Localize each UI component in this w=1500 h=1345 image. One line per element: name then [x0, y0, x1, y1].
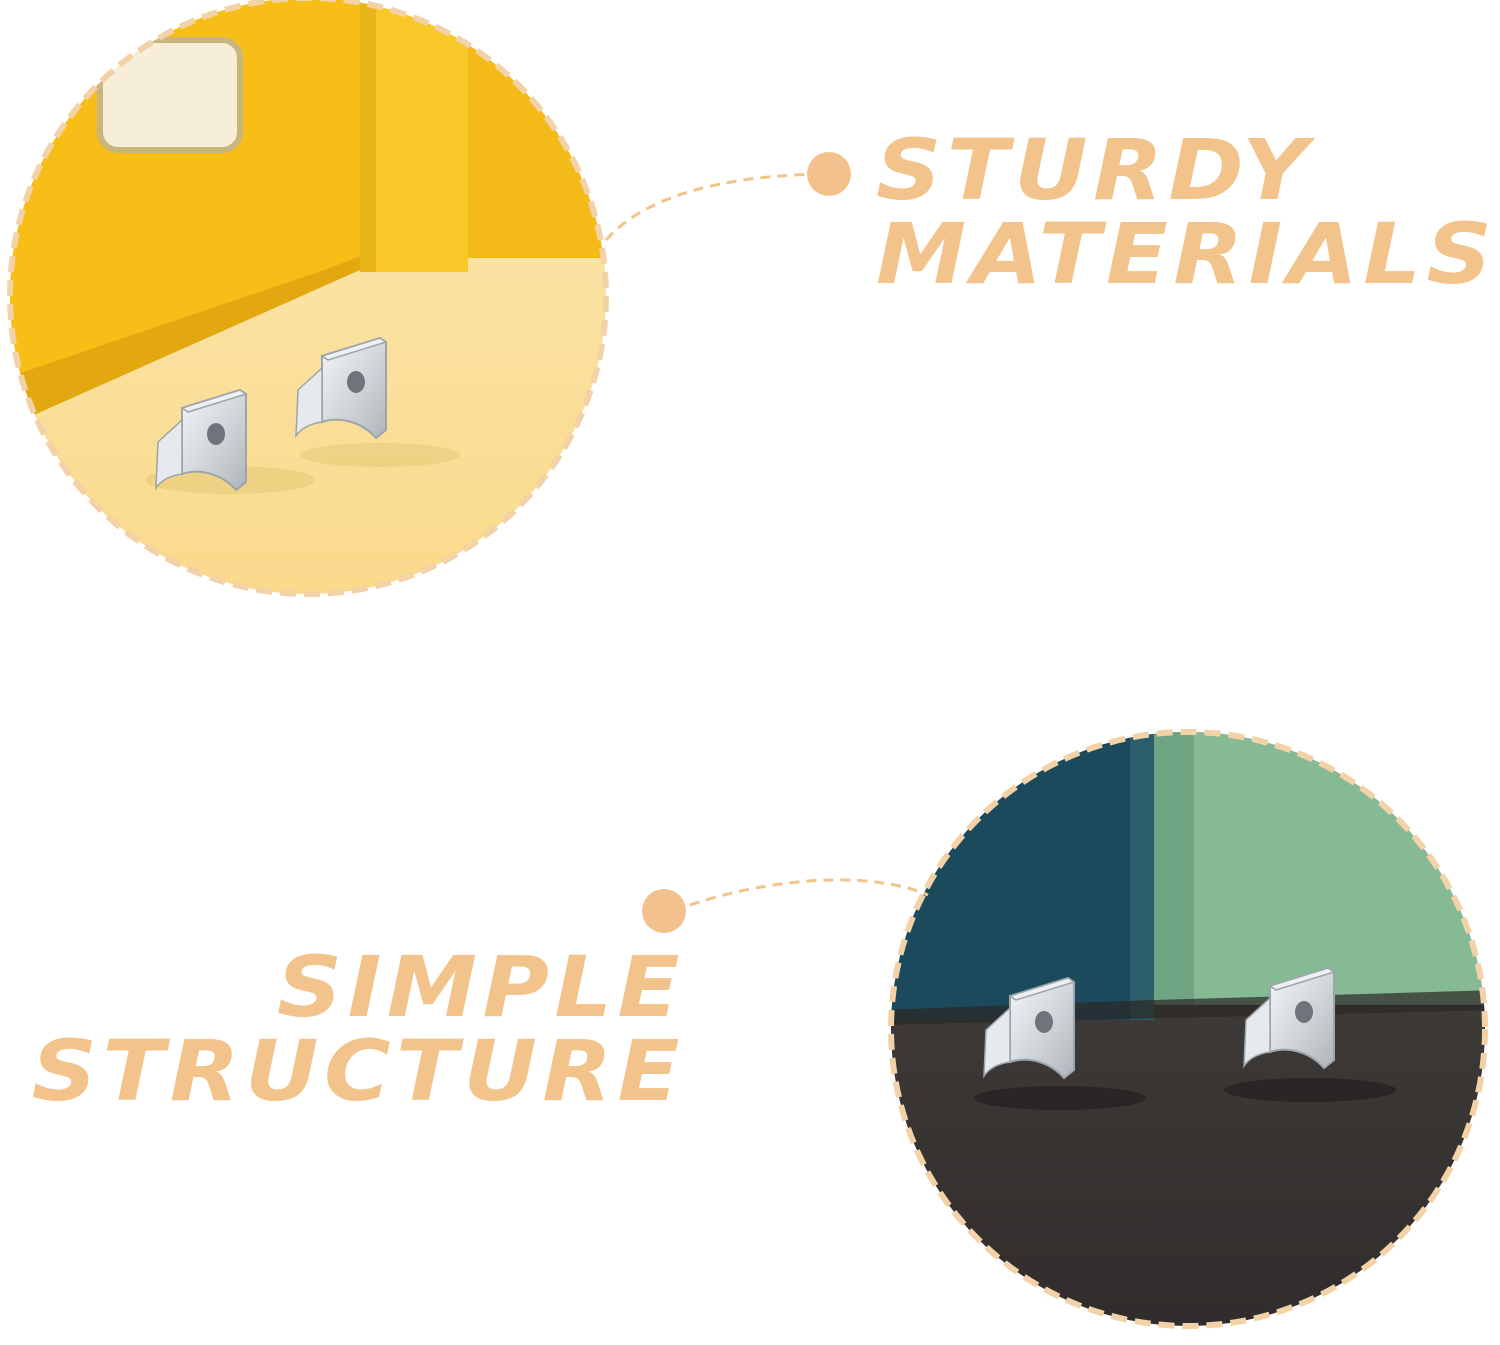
feature-title-sturdy-materials: STURDY MATERIALS: [876, 128, 1497, 296]
feature-title-line: STRUCTURE: [31, 1022, 685, 1120]
clips-on-dark-floor-photo: [888, 729, 1488, 1329]
feature-title-line: STURDY: [876, 121, 1314, 219]
photo-frame-dashed: [7, 0, 609, 597]
feature-title-simple-structure: SIMPLE STRUCTURE: [32, 945, 685, 1113]
connector-line: [604, 172, 827, 241]
photo-frame-dashed: [888, 729, 1488, 1329]
feature-title-line: MATERIALS: [876, 205, 1498, 303]
clips-on-yellow-shelf-photo: [7, 0, 609, 597]
bullet-dot-icon: [642, 889, 686, 933]
connector-line: [689, 878, 929, 907]
feature-title-line: SIMPLE: [276, 938, 685, 1036]
bullet-dot-icon: [807, 152, 851, 196]
